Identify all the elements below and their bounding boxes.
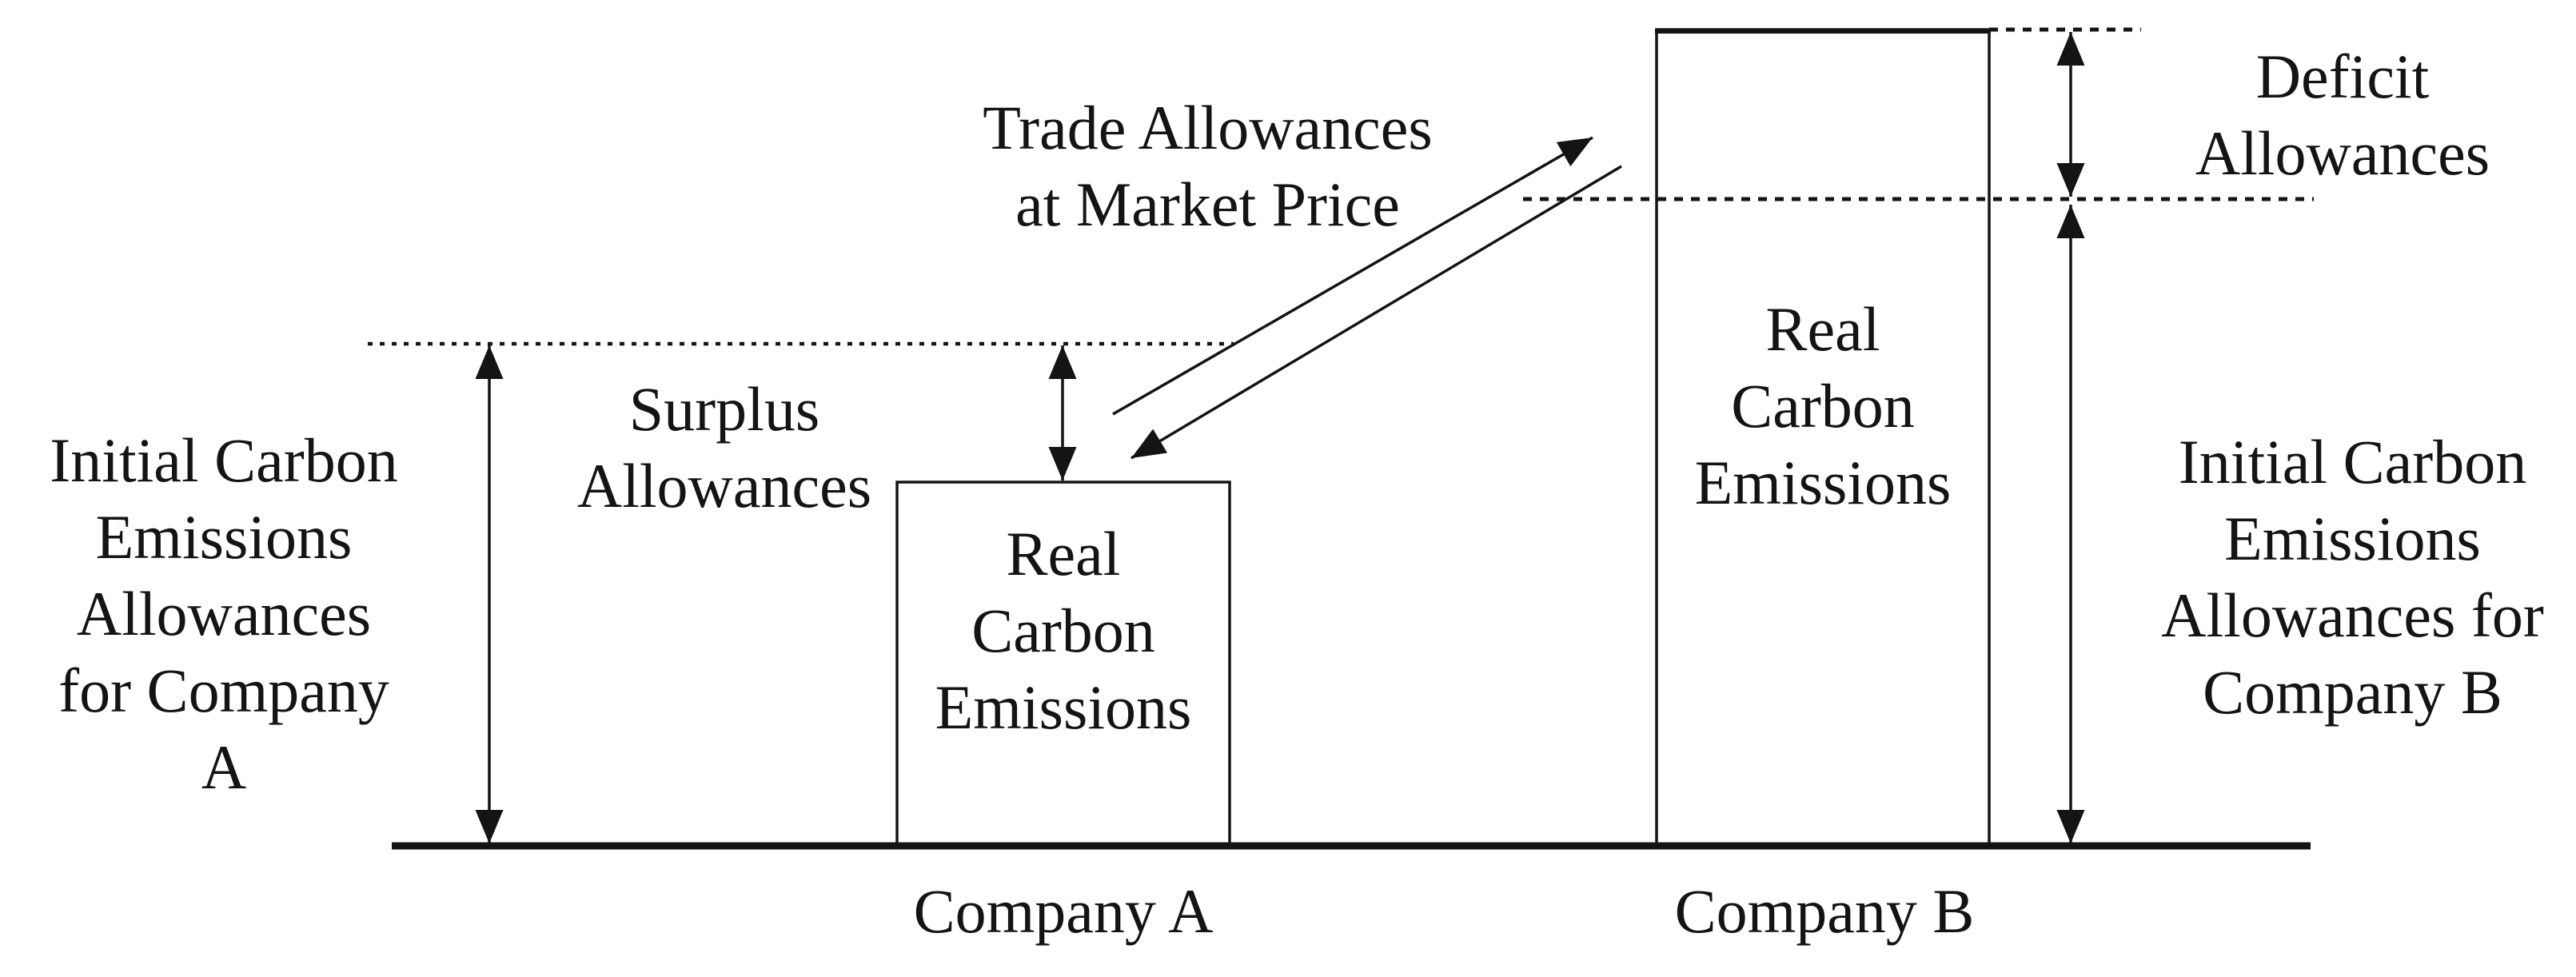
real-emissions-a-label: Real Carbon Emissions <box>935 519 1192 742</box>
company-a-axis-label: Company A <box>913 876 1214 946</box>
surplus-allowances-label: Surplus Allowances <box>576 374 872 520</box>
real-emissions-b-label: Real Carbon Emissions <box>1694 294 1952 517</box>
company-b-axis-label: Company B <box>1674 876 1975 946</box>
trade-arrow-a-to-b <box>1112 136 1593 416</box>
deficit-allowances-label: Deficit Allowances <box>2195 42 2490 188</box>
initial-allowances-b-label: Initial Carbon Emissions Allowances for … <box>2161 427 2544 727</box>
trade-allowances-label: Trade Allowances at Market Price <box>983 93 1433 239</box>
trade-arrow-b-to-a <box>1130 165 1622 460</box>
initial-allowances-a-label: Initial Carbon Emissions Allowances for … <box>50 425 398 802</box>
company-a-emissions-bar <box>895 481 1231 847</box>
company-b-emissions-bar <box>1655 28 1991 847</box>
